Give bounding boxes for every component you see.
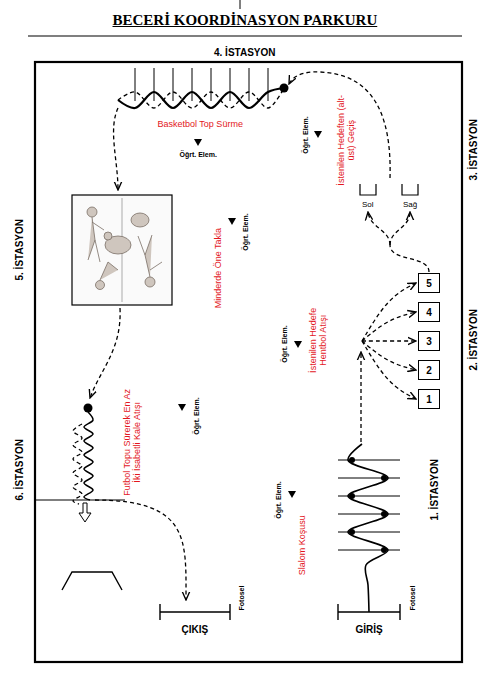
target-brackets	[360, 184, 418, 195]
route-line	[118, 88, 284, 108]
target-box: 2	[418, 360, 440, 380]
mat	[72, 195, 172, 305]
target-number: 4	[426, 307, 432, 318]
sensor-label: Fotosel	[409, 586, 417, 611]
page-title: BECERİ KOORDİNASYON PARKURU	[113, 12, 378, 29]
pole	[211, 68, 212, 101]
station-name: 2. İSTASYON	[468, 309, 480, 371]
station-name: 1. İSTASYON	[429, 459, 441, 521]
station-task: Futbol Topu Sürerek En Az İki İsabetli K…	[122, 388, 143, 496]
ball-dot	[84, 404, 93, 413]
teacher-mark: Öğrt. Elem.	[301, 116, 309, 153]
dribble-line	[84, 412, 93, 500]
sensor-label: Fotosel	[238, 586, 246, 611]
shot-line	[36, 499, 125, 500]
pole	[338, 550, 400, 551]
route-line	[360, 352, 361, 442]
pole	[249, 68, 250, 101]
route-line	[90, 308, 120, 398]
target-number: 1	[426, 394, 432, 405]
pole	[338, 478, 400, 479]
target-box: 5	[418, 273, 440, 293]
route-line	[390, 212, 410, 245]
station-name: 4. İSTASYON	[214, 47, 276, 59]
goal	[62, 572, 122, 590]
route-line	[114, 108, 118, 190]
pole	[135, 68, 136, 101]
pole	[173, 68, 174, 101]
exit-gate	[160, 604, 230, 620]
station-task: Slalom Koşusu	[297, 515, 307, 575]
roll-figures	[87, 207, 162, 290]
target-box: 4	[418, 302, 440, 322]
teacher-mark: Öğrt. Elem.	[280, 325, 288, 362]
route-line	[362, 283, 416, 341]
dribble-line	[348, 444, 388, 612]
pole	[154, 68, 155, 101]
route-line	[73, 424, 82, 504]
station-name: 3. İSTASYON	[468, 119, 480, 181]
teacher-mark: Öğrt. Elem.	[180, 151, 217, 159]
course-strokes	[73, 68, 429, 612]
station-task: Basketbol Top Sürme	[158, 119, 243, 129]
station-task: İstenilen Hedeften (alt-üst) Geçiş	[336, 90, 357, 190]
route-line	[362, 341, 416, 399]
station-task: İstenilen Hedefe Hentbol Atışı	[308, 294, 329, 386]
pole	[338, 514, 400, 515]
teacher-mark: Öğrt. Elem.	[241, 213, 249, 250]
pole	[230, 68, 231, 101]
page-tick	[240, 0, 241, 9]
down-arrow	[79, 503, 91, 522]
teacher-mark: Öğrt. Elem.	[274, 481, 282, 518]
station-name: 6. İSTASYON	[14, 439, 26, 501]
dribble-line	[118, 88, 284, 108]
station-name: 5. İSTASYON	[14, 219, 26, 281]
course-frame	[35, 62, 462, 662]
target-box: 1	[418, 389, 440, 409]
gate-label: ÇIKIŞ	[182, 624, 209, 636]
target-side: Sağ	[403, 200, 417, 209]
station-task: Minderde Öne Takla	[213, 228, 223, 308]
pole	[268, 68, 269, 101]
title-rule	[28, 35, 462, 36]
target-number: 2	[426, 365, 432, 376]
target-side: Sol	[362, 200, 374, 209]
route-line	[390, 245, 429, 272]
teacher-mark: Öğrt. Elem.	[192, 397, 200, 434]
target-box: 3	[418, 331, 440, 351]
target-number: 5	[426, 278, 432, 289]
route-line	[95, 500, 186, 600]
teacher-marks	[178, 131, 322, 498]
pole	[192, 68, 193, 101]
route-line	[362, 312, 416, 341]
gate-label: GİRİŞ	[356, 624, 383, 636]
route-line	[368, 212, 390, 245]
entry-gate	[338, 604, 400, 620]
target-number: 3	[426, 336, 432, 347]
ball-dot	[280, 84, 289, 93]
route-line	[362, 340, 416, 341]
